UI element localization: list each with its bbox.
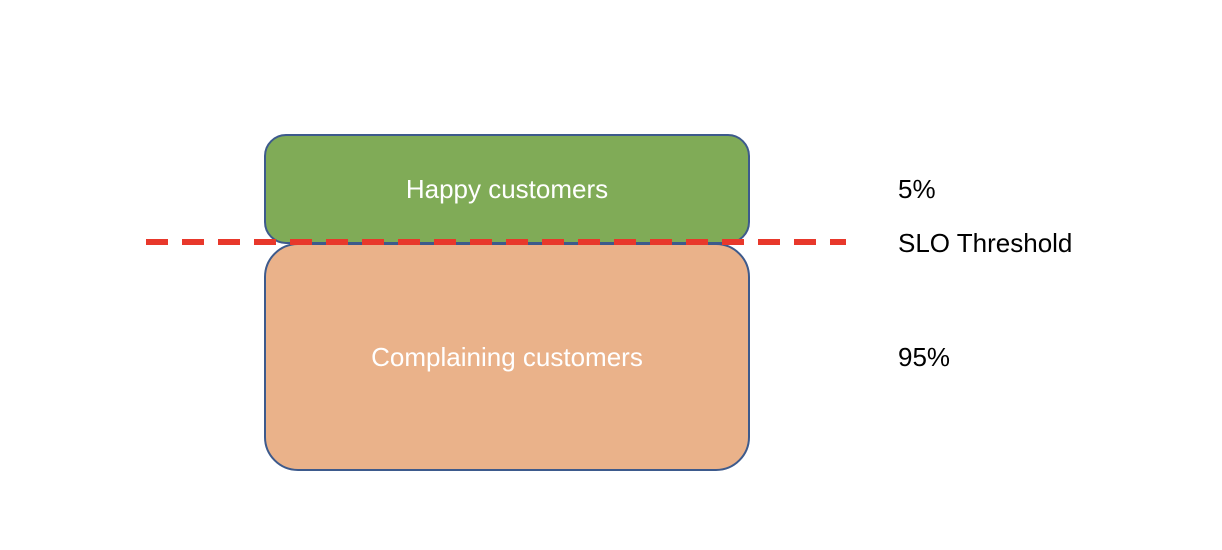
complaining-percentage-label: 95% bbox=[898, 342, 951, 372]
slo-threshold-dashed-line bbox=[146, 239, 846, 245]
complaining-customers-box: Complaining customers bbox=[264, 243, 750, 471]
happy-percentage-label: 5% bbox=[898, 174, 936, 204]
complaining-customers-label: Complaining customers bbox=[371, 341, 643, 372]
happy-customers-label: Happy customers bbox=[405, 173, 609, 204]
slo-threshold-label: SLO Threshold bbox=[898, 228, 1073, 258]
happy-customers-box: Happy customers bbox=[264, 134, 750, 244]
